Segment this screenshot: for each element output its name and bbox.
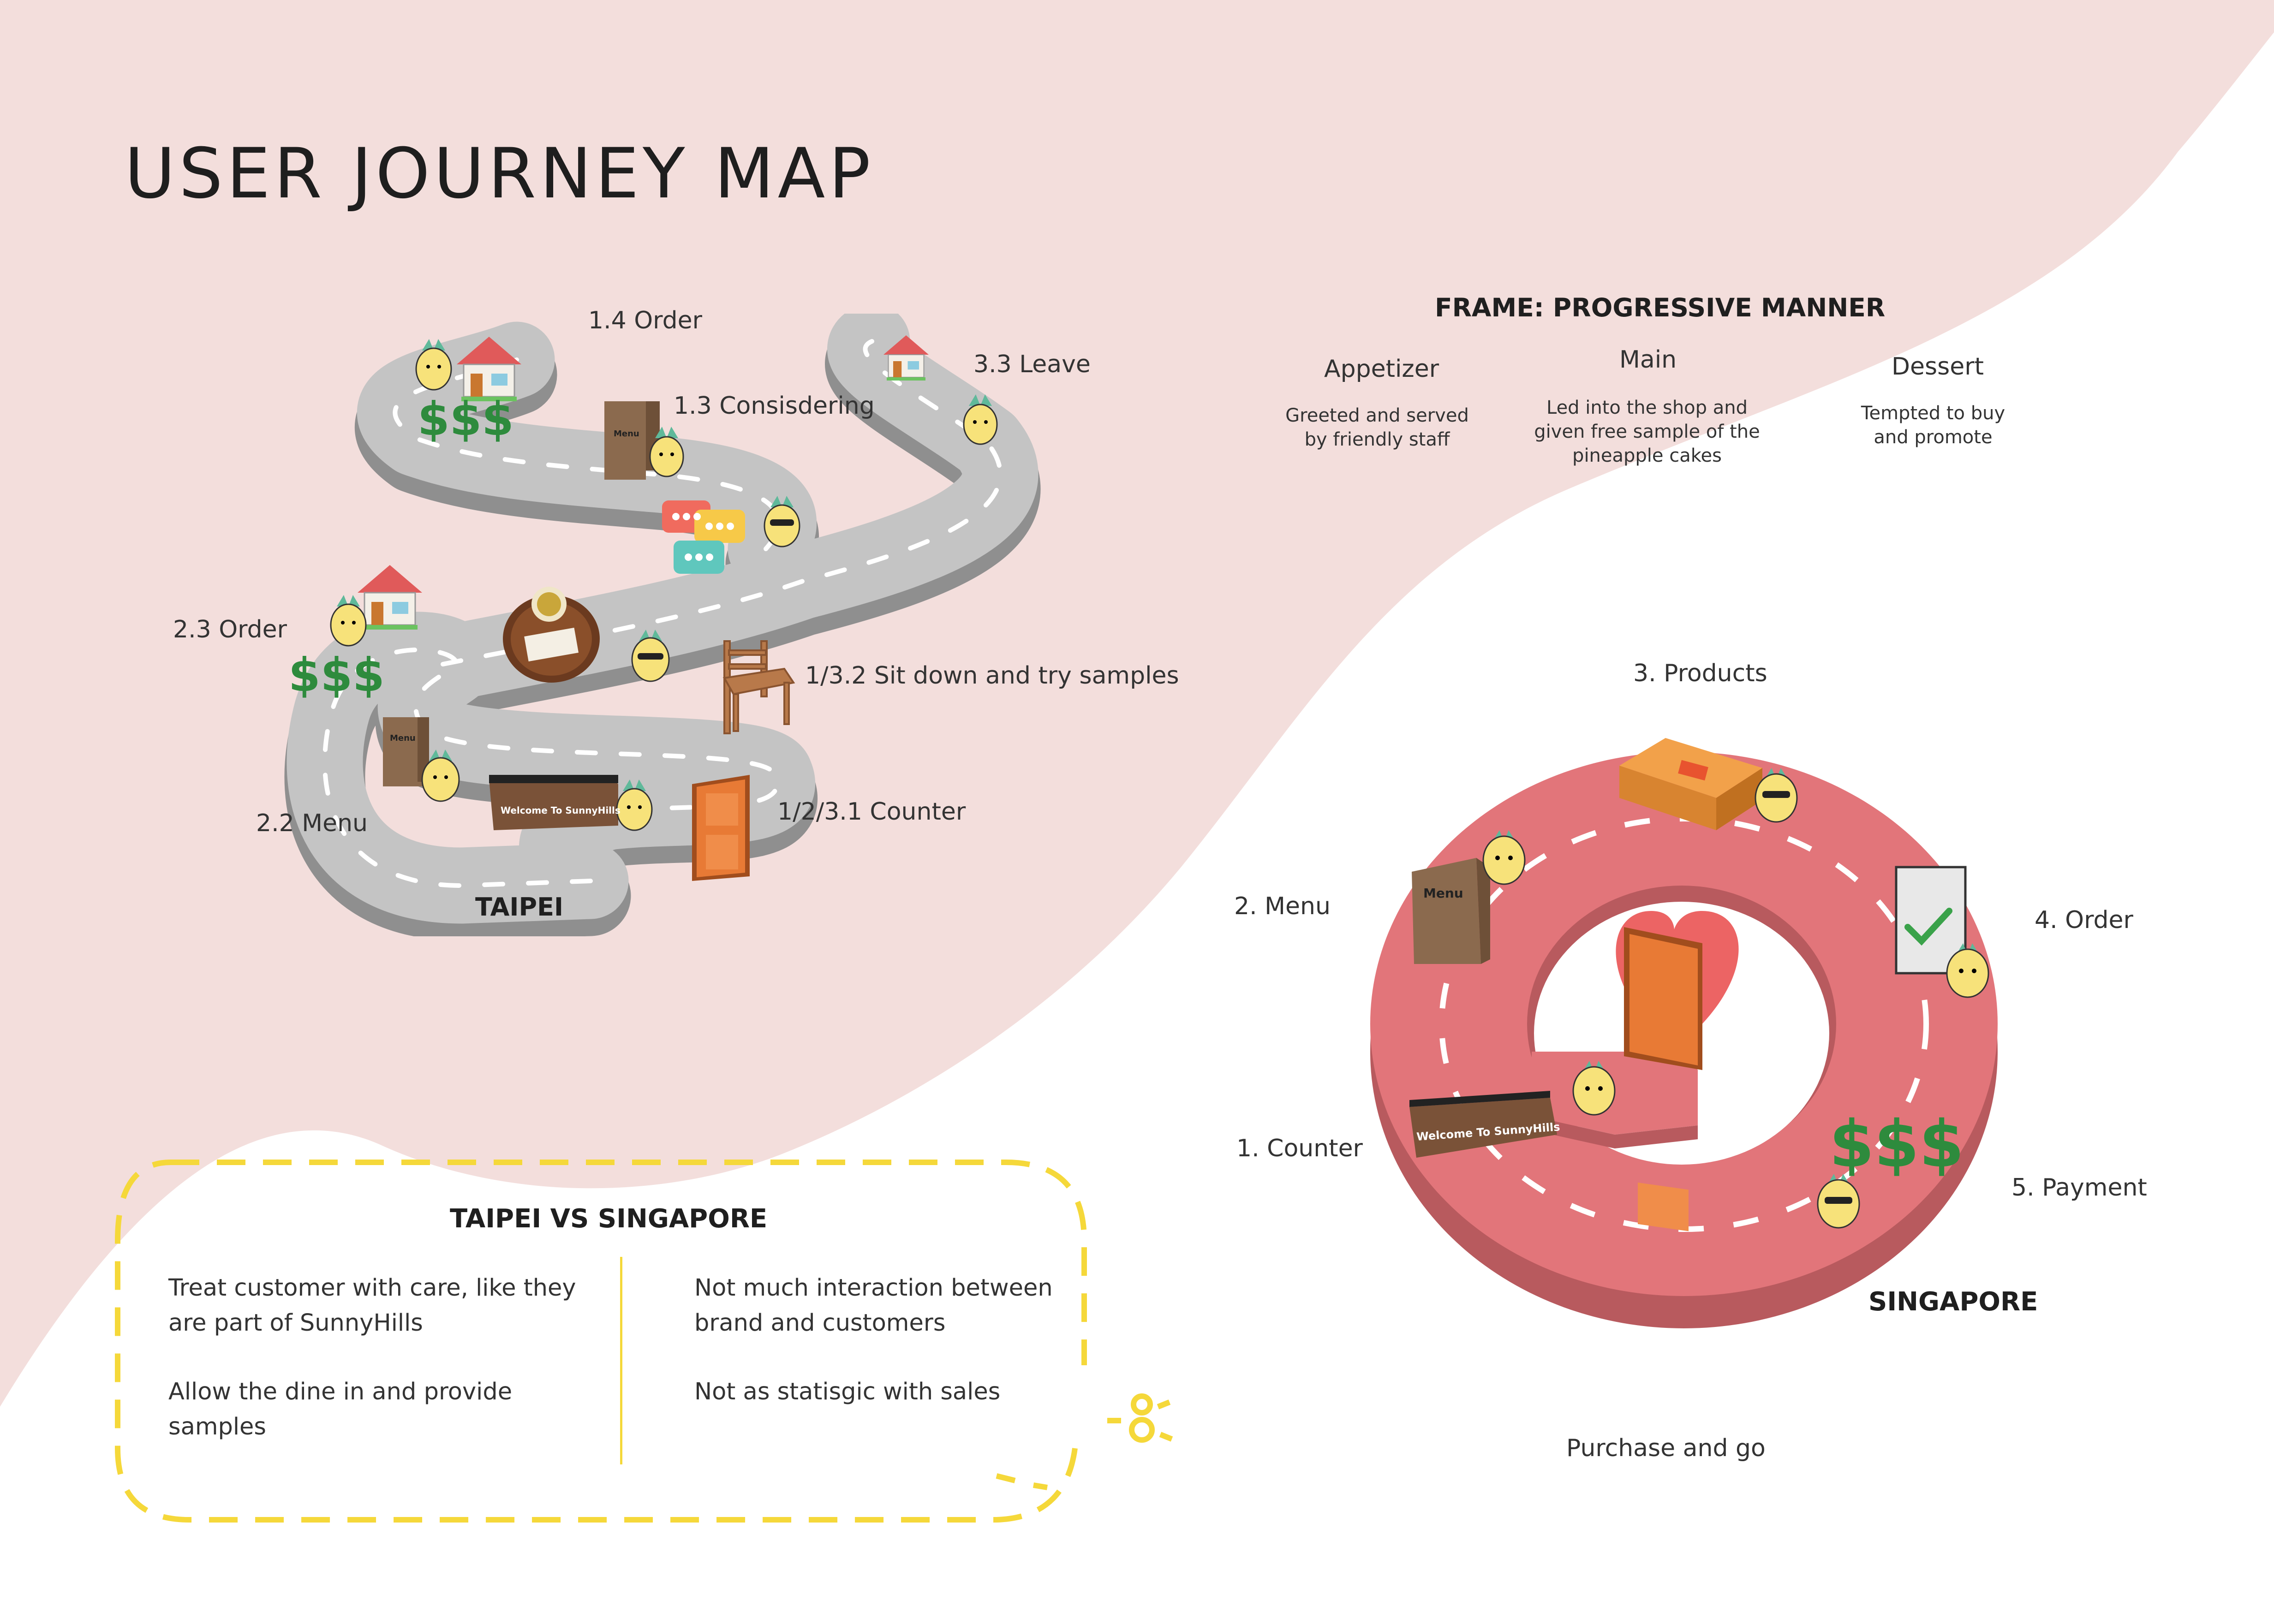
taipei-stage-label: 1/3.2 Sit down and try samples bbox=[805, 662, 1179, 690]
money-icon: $$$ bbox=[1829, 1107, 1964, 1182]
pineapple-mascot-icon bbox=[631, 630, 670, 682]
frame-column-heading: Dessert bbox=[1892, 353, 1984, 381]
money-icon: $$$ bbox=[288, 648, 385, 702]
ring-entry-road-side bbox=[1532, 1116, 1698, 1148]
taipei-map-label: TAIPEI bbox=[475, 892, 564, 922]
menu-board-text: Menu bbox=[614, 429, 639, 439]
money-icon: $$$ bbox=[418, 392, 514, 446]
pineapple-mascot-icon bbox=[1482, 830, 1526, 885]
comparison-title: TAIPEI VS SINGAPORE bbox=[450, 1204, 768, 1234]
house-icon bbox=[358, 565, 422, 630]
singapore-point: Not as statisgic with sales bbox=[694, 1378, 1001, 1405]
tea-tray-icon bbox=[503, 587, 600, 683]
pineapple-mascot-icon bbox=[963, 394, 998, 445]
pineapple-mascot-icon bbox=[616, 779, 653, 831]
pineapple-mascot-icon bbox=[330, 595, 367, 647]
singapore-map-label: SINGAPORE bbox=[1868, 1287, 2038, 1317]
counter-icon bbox=[489, 775, 618, 830]
counter-icon bbox=[1409, 1091, 1557, 1158]
menu-board-text: Menu bbox=[390, 733, 416, 743]
taipei-road-lane-markings bbox=[322, 339, 1003, 888]
singapore-stage-label: 4. Order bbox=[2035, 906, 2133, 934]
pineapple-mascot-icon bbox=[1572, 1061, 1616, 1116]
comparison-divider bbox=[620, 1257, 622, 1464]
frame-title: FRAME: PROGRESSIVE MANNER bbox=[1435, 293, 1886, 322]
doodle-icon bbox=[996, 1393, 1173, 1490]
taipei-point: Treat customer with care, like they are … bbox=[168, 1274, 576, 1337]
singapore-caption: Purchase and go bbox=[1566, 1434, 1766, 1462]
pineapple-mascot-icon bbox=[764, 496, 800, 547]
taipei-point: Allow the dine in and provide samples bbox=[168, 1378, 513, 1440]
pineapple-mascot-icon bbox=[421, 750, 460, 802]
frame-column-text: Greeted and served by friendly staff bbox=[1285, 405, 1469, 450]
page-title: USER JOURNEY MAP bbox=[125, 134, 874, 214]
pineapple-mascot-icon bbox=[1817, 1174, 1860, 1229]
chat-bubbles-icon bbox=[662, 500, 745, 574]
singapore-stage-label: 1. Counter bbox=[1236, 1135, 1363, 1162]
comparison-box-border bbox=[115, 1160, 1087, 1523]
pineapple-mascot-icon bbox=[415, 339, 452, 391]
frame-column-heading: Main bbox=[1619, 346, 1677, 374]
singapore-point: Not much interaction between brand and c… bbox=[694, 1274, 1053, 1337]
menu-board-icon bbox=[1412, 858, 1490, 964]
taipei-stage-label: 1.3 Consisdering bbox=[674, 392, 875, 420]
singapore-stage-label: 3. Products bbox=[1633, 660, 1767, 687]
taipei-stage-label: 2.3 Order bbox=[173, 616, 287, 643]
pineapple-mascot-icon bbox=[1946, 943, 1989, 998]
product-box-icon bbox=[1619, 738, 1762, 830]
taipei-stage-label: 2.2 Menu bbox=[256, 809, 368, 837]
singapore-stage-label: 5. Payment bbox=[2011, 1174, 2147, 1202]
pink-background-shape bbox=[0, 0, 2274, 1407]
menu-board-text: Menu bbox=[1423, 886, 1463, 901]
pineapple-mascot-icon bbox=[1755, 768, 1798, 823]
singapore-stage-label: 2. Menu bbox=[1234, 892, 1331, 920]
pineapple-mascot-icon bbox=[649, 427, 684, 477]
taipei-stage-label: 1.4 Order bbox=[588, 307, 702, 334]
frame-column-text: Tempted to buy and promote bbox=[1861, 403, 2005, 448]
welcome-sign-text: Welcome To SunnyHills bbox=[501, 805, 621, 816]
door-icon bbox=[692, 775, 750, 881]
chair-icon bbox=[722, 640, 795, 734]
door-icon bbox=[1624, 927, 1702, 1231]
frame-column-text: Led into the shop and given free sample … bbox=[1534, 397, 1760, 466]
house-icon bbox=[883, 335, 929, 381]
frame-column-heading: Appetizer bbox=[1324, 355, 1439, 383]
house-icon bbox=[457, 337, 521, 401]
taipei-stage-label: 3.3 Leave bbox=[973, 351, 1091, 378]
taipei-stage-label: 1/2/3.1 Counter bbox=[777, 798, 966, 826]
